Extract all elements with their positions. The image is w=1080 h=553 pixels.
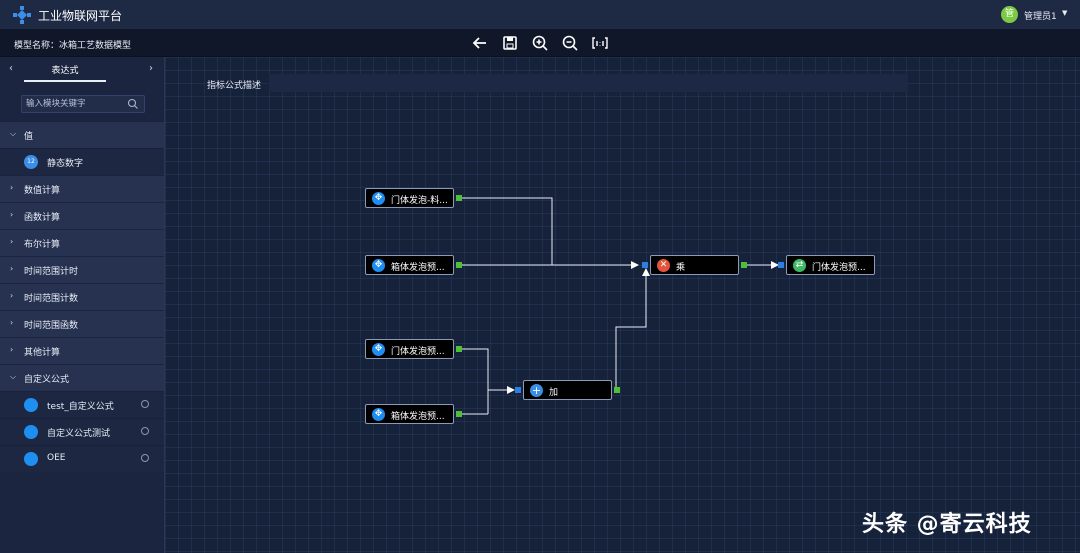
module-search-input[interactable] xyxy=(26,96,122,112)
source-node[interactable]: ✥ 箱体发泡预... xyxy=(365,255,454,275)
module-static-number[interactable]: 12 静态数字 xyxy=(0,148,164,175)
app-title: 工业物联网平台 xyxy=(38,9,123,23)
formula-desc-label: 指标公式描述 xyxy=(207,81,262,91)
expression-sidebar: ‹ 表达式 › ⌵ 值 12 静态数字 › 数值计算 › 函数计算 › 布尔计算… xyxy=(0,57,165,553)
chevron-down-icon: ⌵ xyxy=(10,372,17,381)
move-icon xyxy=(24,425,38,439)
category-label: 函数计算 xyxy=(24,213,61,223)
tab-prev-icon[interactable]: ‹ xyxy=(9,63,13,74)
output-port[interactable] xyxy=(456,262,462,268)
formula-desc-input[interactable] xyxy=(269,74,908,92)
module-label: OEE xyxy=(47,453,66,463)
chevron-right-icon: › xyxy=(10,237,14,246)
category-time-range-count[interactable]: › 时间范围计数 xyxy=(0,283,164,310)
node-label: 加 xyxy=(549,388,559,398)
save-icon[interactable] xyxy=(501,34,519,52)
info-icon[interactable] xyxy=(141,454,149,462)
tab-next-icon[interactable]: › xyxy=(149,63,153,74)
chevron-right-icon: › xyxy=(10,264,14,273)
node-label: 门体发泡预... xyxy=(391,347,445,357)
input-port[interactable] xyxy=(642,262,648,268)
editor-toolbar: 模型名称：冰箱工艺数据模型 xyxy=(0,30,1080,57)
chevron-right-icon: › xyxy=(10,291,14,300)
source-node[interactable]: ✥ 门体发泡-料... xyxy=(365,188,454,208)
module-label: 静态数字 xyxy=(47,159,84,169)
output-node[interactable]: ⇄ 门体发泡预... xyxy=(786,255,875,275)
user-menu-caret-icon[interactable]: ▼ xyxy=(1062,9,1068,17)
tab-expression[interactable]: 表达式 xyxy=(24,63,106,82)
category-function[interactable]: › 函数计算 xyxy=(0,202,164,229)
chevron-right-icon: › xyxy=(10,318,14,327)
user-name[interactable]: 管理员1 xyxy=(1024,12,1057,22)
output-port[interactable] xyxy=(741,262,747,268)
move-icon: ✥ xyxy=(372,192,385,205)
node-label: 箱体发泡预... xyxy=(391,412,445,422)
module-custom-formula[interactable]: test_自定义公式 xyxy=(0,391,164,418)
sidebar-tabs: ‹ 表达式 › xyxy=(0,57,164,83)
category-boolean[interactable]: › 布尔计算 xyxy=(0,229,164,256)
move-icon: ✥ xyxy=(372,343,385,356)
output-port[interactable] xyxy=(614,387,620,393)
chevron-right-icon: › xyxy=(10,210,14,219)
user-avatar[interactable]: 管 xyxy=(1001,6,1018,23)
output-icon: ⇄ xyxy=(793,259,806,272)
input-port[interactable] xyxy=(515,387,521,393)
connection-lines xyxy=(462,197,779,415)
category-label: 布尔计算 xyxy=(24,240,61,250)
multiply-node[interactable]: ✕ 乘 xyxy=(650,255,739,275)
source-node[interactable]: ✥ 箱体发泡预... xyxy=(365,404,454,424)
fit-1to1-icon[interactable] xyxy=(591,34,609,52)
move-icon xyxy=(24,452,38,466)
category-value[interactable]: ⌵ 值 xyxy=(0,121,164,148)
category-label: 时间范围函数 xyxy=(24,321,79,331)
node-label: 门体发泡-料... xyxy=(391,196,448,206)
formula-canvas[interactable]: 指标公式描述 ✥ 门体发泡-料... ✥ 箱体发泡预... ✥ 门体发泡预... xyxy=(165,57,1080,553)
chevron-right-icon: › xyxy=(10,345,14,354)
module-label: 自定义公式测试 xyxy=(47,429,111,439)
number-icon: 12 xyxy=(24,155,38,169)
output-port[interactable] xyxy=(456,411,462,417)
back-arrow-icon[interactable] xyxy=(471,34,489,52)
category-label: 值 xyxy=(24,132,34,142)
category-time-range-timer[interactable]: › 时间范围计时 xyxy=(0,256,164,283)
category-label: 时间范围计数 xyxy=(24,294,79,304)
watermark: 头条 @寄云科技 xyxy=(862,512,1032,537)
category-time-range-function[interactable]: › 时间范围函数 xyxy=(0,310,164,337)
app-header: 工业物联网平台 管 管理员1 ▼ xyxy=(0,0,1080,30)
category-label: 自定义公式 xyxy=(24,375,70,385)
category-numeric[interactable]: › 数值计算 xyxy=(0,175,164,202)
node-label: 乘 xyxy=(676,263,686,273)
module-label: test_自定义公式 xyxy=(47,402,114,412)
category-label: 数值计算 xyxy=(24,186,61,196)
search-icon[interactable] xyxy=(127,98,139,110)
move-icon: ✥ xyxy=(372,259,385,272)
output-port[interactable] xyxy=(456,346,462,352)
model-name: 模型名称：冰箱工艺数据模型 xyxy=(14,41,132,51)
node-label: 箱体发泡预... xyxy=(391,263,445,273)
category-other[interactable]: › 其他计算 xyxy=(0,337,164,364)
node-label: 门体发泡预... xyxy=(812,263,866,273)
module-custom-formula[interactable]: OEE xyxy=(0,445,164,472)
source-node[interactable]: ✥ 门体发泡预... xyxy=(365,339,454,359)
multiply-icon: ✕ xyxy=(657,259,670,272)
add-node[interactable]: + 加 xyxy=(523,380,612,400)
plus-icon: + xyxy=(530,384,543,397)
category-label: 时间范围计时 xyxy=(24,267,79,277)
platform-logo-icon xyxy=(13,6,31,24)
module-custom-formula[interactable]: 自定义公式测试 xyxy=(0,418,164,445)
info-icon[interactable] xyxy=(141,400,149,408)
chevron-right-icon: › xyxy=(10,183,14,192)
zoom-out-icon[interactable] xyxy=(561,34,579,52)
chevron-down-icon: ⌵ xyxy=(10,129,17,138)
zoom-in-icon[interactable] xyxy=(531,34,549,52)
info-icon[interactable] xyxy=(141,427,149,435)
input-port[interactable] xyxy=(778,262,784,268)
category-label: 其他计算 xyxy=(24,348,61,358)
output-port[interactable] xyxy=(456,195,462,201)
search-box xyxy=(21,95,145,113)
move-icon xyxy=(24,398,38,412)
category-custom-formula[interactable]: ⌵ 自定义公式 xyxy=(0,364,164,391)
move-icon: ✥ xyxy=(372,408,385,421)
